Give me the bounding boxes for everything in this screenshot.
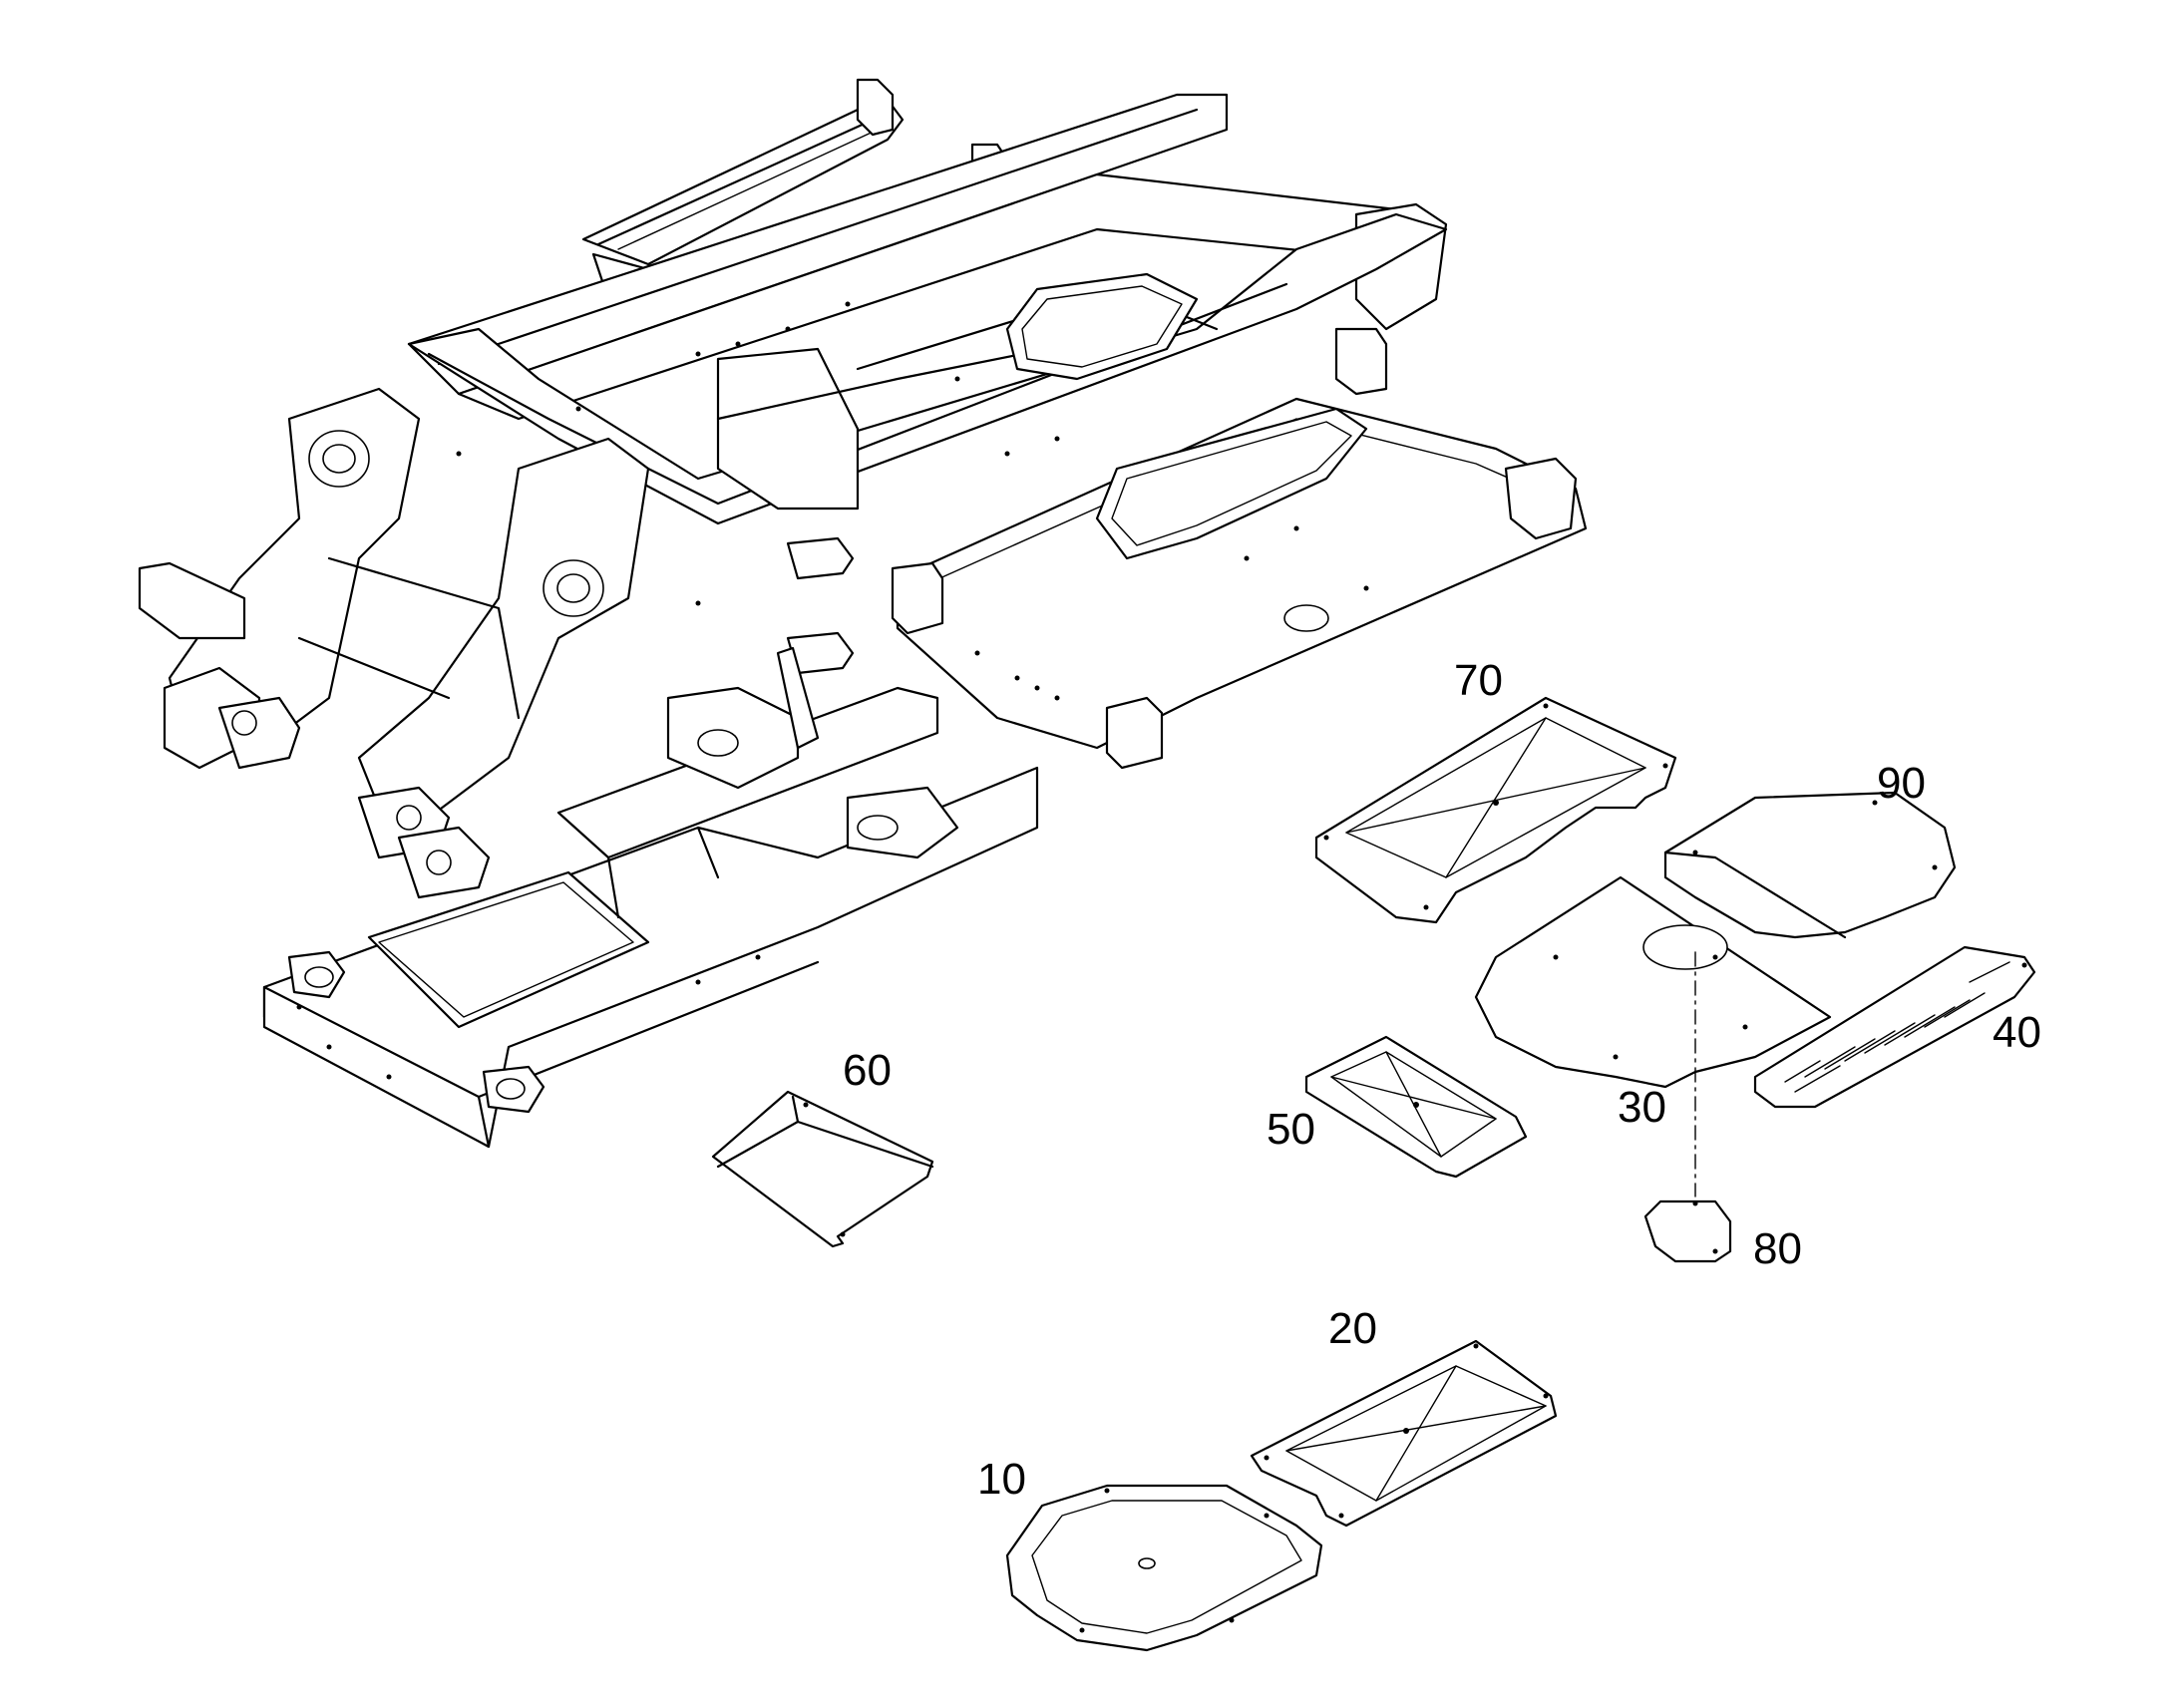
part-60-bracket-plate bbox=[711, 1090, 934, 1248]
part-10-cover-plate bbox=[1005, 1484, 1323, 1652]
part-label-30: 30 bbox=[1618, 1083, 1666, 1132]
part-label-20: 20 bbox=[1328, 1304, 1377, 1353]
main-frame-chassis bbox=[138, 78, 1588, 1149]
part-80-small-cover bbox=[1643, 1199, 1732, 1263]
part-label-70: 70 bbox=[1454, 656, 1503, 705]
part-label-60: 60 bbox=[843, 1046, 892, 1095]
part-label-80: 80 bbox=[1753, 1224, 1802, 1273]
frame-holes bbox=[296, 301, 1369, 1080]
part-label-10: 10 bbox=[977, 1455, 1026, 1504]
part-30-floor-plate bbox=[1474, 875, 1832, 1197]
part-40-grille-plate bbox=[1753, 945, 2036, 1109]
part-label-40: 40 bbox=[1993, 1008, 2041, 1057]
part-label-50: 50 bbox=[1267, 1105, 1315, 1154]
part-20-cover-plate bbox=[1250, 1339, 1558, 1528]
part-90-cover-plate bbox=[1663, 791, 1957, 939]
part-50-cover-plate bbox=[1304, 1035, 1528, 1179]
part-label-90: 90 bbox=[1877, 759, 1926, 808]
grille-slots bbox=[1784, 961, 2010, 1093]
part-70-cover-plate bbox=[1314, 696, 1677, 924]
